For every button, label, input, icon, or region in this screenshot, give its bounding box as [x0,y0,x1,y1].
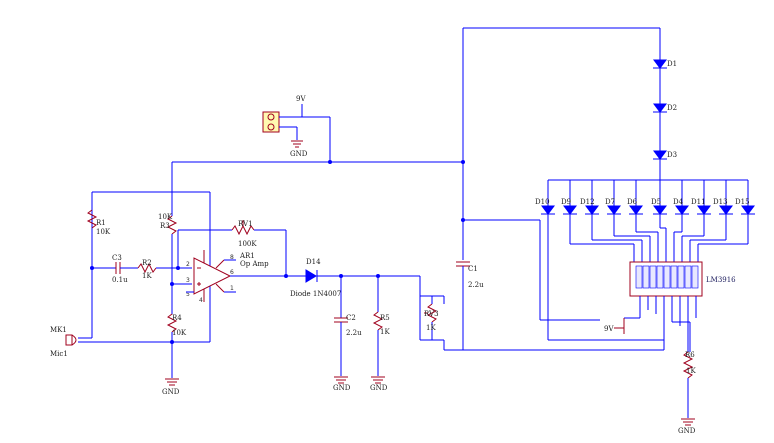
c2-value: 2.2u [346,329,362,337]
capacitor-c3 [115,262,121,274]
resistor-r3-value: 10K [158,213,173,221]
d14-ref: D14 [306,258,321,266]
led-label-d13: D13 [713,198,728,206]
led-label-d5: D5 [651,198,661,206]
resistor-r2-ref: R2 [142,259,152,267]
led-d15 [741,180,755,244]
opamp-pin-2: 2 [186,261,190,268]
resistor-r3-ref: R3 [160,222,170,230]
resistor-r1 [86,209,98,229]
diode-d1-ref: D1 [667,60,677,68]
opamp-pin-1: 1 [230,285,234,292]
mic-ref: MK1 [50,326,67,334]
resistor-r2-value: 1K [142,272,152,280]
resistor-r5 [372,311,384,331]
led-bar [541,180,755,244]
opamp-value: Op Amp [240,260,269,268]
ground-label-r4: GND [162,388,180,396]
ground-label: GND [290,150,308,158]
c2-ref: C2 [346,314,356,322]
microphone-mk1 [65,334,77,346]
opamp-pin-8: 8 [230,254,234,261]
mic-value: Mic1 [50,350,68,358]
led-label-d9: D9 [561,198,571,206]
power-connector [262,104,303,140]
ground-symbol-r5 [371,376,385,384]
led-label-d12: D12 [580,198,595,206]
diode-d2-ref: D2 [667,104,677,112]
led-d7 [607,180,621,236]
potentiometer-rv3 [424,303,438,323]
diode-d14 [305,269,318,283]
opamp-pin-4: 4 [199,297,203,304]
led-d6 [629,180,643,232]
led-d4 [675,180,689,232]
diode-d3-ref: D3 [667,151,677,159]
resistor-r3 [166,215,178,235]
led-d12 [585,180,599,240]
led-label-d11: D11 [691,198,706,206]
resistor-r4 [166,313,178,333]
ground-label-r6: GND [678,427,696,435]
capacitor-c3-ref: C3 [112,254,122,262]
supply-label-9v: 9V [296,95,306,103]
led-d9 [563,180,577,244]
ground-symbol-r6 [681,418,695,426]
opamp-pin-3: 3 [186,277,190,284]
led-label-d7: D7 [605,198,615,206]
led-label-d4: D4 [673,198,684,206]
diode-d1 [653,59,667,69]
led-d5 [653,180,667,228]
ic-lm3916 [629,261,703,297]
resistor-r2 [137,262,157,274]
led-d11 [697,180,711,236]
ground-label-r5: GND [370,384,388,392]
capacitor-c1-ref: C1 [468,265,478,273]
ground-label-c2: GND [333,384,351,392]
rv1-value: 100K [238,240,257,248]
d14-value: Diode 1N4007 [290,290,341,298]
opamp-pin-5: 5 [186,291,190,298]
capacitor-c3-value: 0.1u [112,276,128,284]
ground-symbol-c2 [334,376,348,384]
led-label-d10: D10 [535,198,550,206]
resistor-r6-value: 1K [686,367,696,375]
opamp-ar1 [193,250,232,302]
resistor-r6 [682,351,694,379]
led-label-d15: D15 [735,198,750,206]
capacitor-c1-value: 2.2u [468,281,484,289]
diode-d2 [653,103,667,113]
opamp-pin-6: 6 [230,269,234,276]
diode-d3 [653,150,667,160]
r5-ref: R5 [380,314,390,322]
led-d10 [541,180,555,232]
led-d13 [719,180,733,240]
ground-symbol [291,140,303,148]
r5-value: 1K [380,328,390,336]
led-label-d6: D6 [627,198,638,206]
resistor-r4-ref: R4 [172,314,182,322]
rv3-ref: RV3 [424,310,439,318]
resistor-r6-ref: R6 [685,351,695,359]
ground-symbol-r4 [165,378,179,386]
resistor-r1-ref: R1 [96,219,106,227]
bar-supply-label: 9V [604,325,614,333]
resistor-r4-value: 10K [172,329,187,337]
opamp-ref: AR1 [239,252,255,260]
potentiometer-rv1 [231,220,255,236]
ic-ref: LM3916 [706,276,736,284]
rv1-ref: RV1 [238,220,253,228]
rv3-value: 1K [426,324,436,332]
resistor-r1-value: 10K [96,228,111,236]
